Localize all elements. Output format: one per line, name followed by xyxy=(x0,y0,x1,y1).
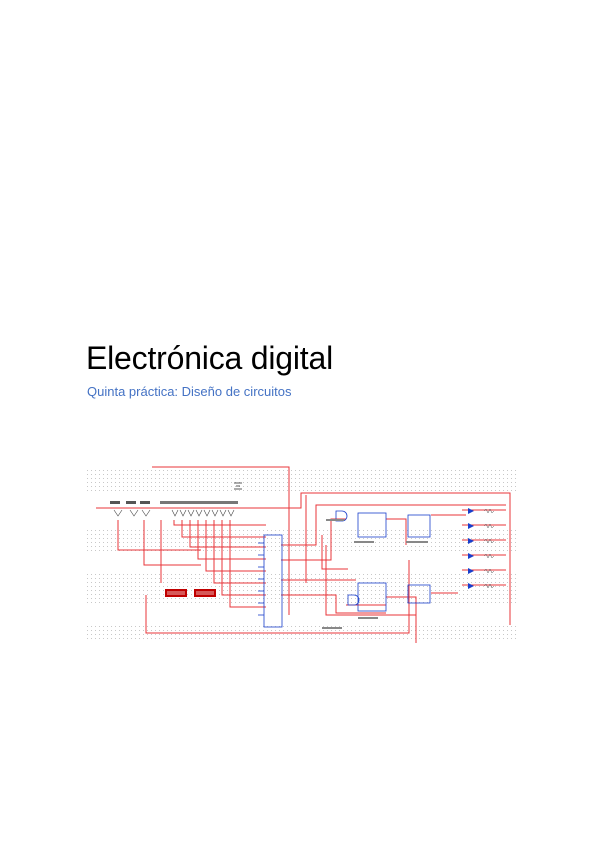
switch-labels xyxy=(110,501,238,504)
input-switches xyxy=(113,509,235,517)
led-column xyxy=(468,508,474,589)
document-title: Electrónica digital xyxy=(86,340,333,376)
battery-symbol xyxy=(234,482,242,490)
component-label-marks xyxy=(322,519,428,629)
breadboard-grid xyxy=(86,469,518,641)
resistor-column xyxy=(483,508,495,589)
multiplexer-ic xyxy=(258,534,283,628)
dip-switch-blocks xyxy=(165,589,216,597)
red-wires xyxy=(96,466,511,643)
document-subtitle: Quinta práctica: Diseño de circuitos xyxy=(87,384,292,399)
circuit-schematic-figure xyxy=(86,466,518,643)
